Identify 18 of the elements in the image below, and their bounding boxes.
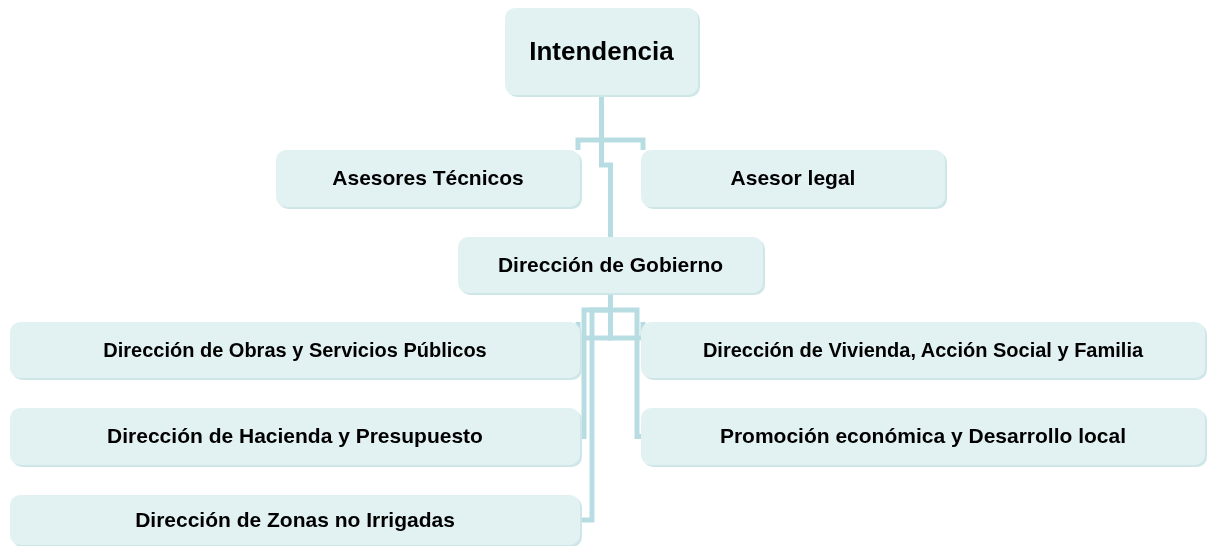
box-label: Dirección de Obras y Servicios Públicos	[103, 338, 487, 362]
box-label: Intendencia	[529, 36, 674, 67]
box-label: Promoción económica y Desarrollo local	[719, 424, 1127, 449]
box-label: Dirección de Vivienda, Acción Social y Familia	[702, 338, 1144, 362]
org-box	[458, 237, 763, 293]
box-label: Dirección de Hacienda y Presupuesto	[107, 424, 483, 449]
org-box	[276, 150, 580, 207]
org-box	[10, 495, 580, 545]
org-box	[10, 322, 580, 378]
box-label: Dirección de Zonas no Irrigadas	[135, 507, 455, 533]
box-label: Dirección de Gobierno	[497, 252, 724, 278]
box-label: Asesor legal	[730, 166, 856, 191]
org-box	[10, 408, 580, 465]
org-box	[641, 150, 945, 207]
box-label: Asesores Técnicos	[332, 166, 524, 191]
org-box	[641, 408, 1205, 465]
org-box	[505, 8, 698, 95]
org-box	[641, 322, 1205, 378]
